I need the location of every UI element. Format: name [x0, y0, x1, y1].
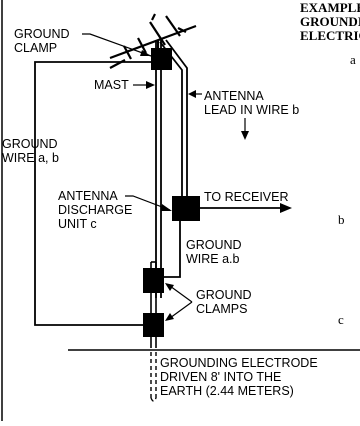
leader-ground-clamp-top: [82, 33, 152, 57]
mast: [155, 40, 162, 298]
ground-clamp-lower-1: [143, 268, 164, 293]
label-ground-wire-left-2: WIRE a, b: [2, 151, 59, 165]
ground-wire-mid: [164, 221, 181, 278]
label-ground-wire-left-1: GROUND: [2, 137, 58, 151]
label-ground-wire-mid-2: WIRE a.b: [186, 252, 240, 266]
label-ground-wire-mid-1: GROUND: [186, 238, 242, 252]
label-electrode-1: GROUNDING ELECTRODE: [160, 356, 318, 370]
label-ground-clamps-1: GROUND: [196, 288, 252, 302]
label-ground-clamp-top-2: CLAMP: [14, 41, 57, 55]
label-ground-clamps-2: CLAMPS: [196, 302, 247, 316]
side-note-a: a: [350, 52, 356, 67]
side-note-b: b: [338, 212, 345, 227]
label-electrode-2: DRIVEN 8' INTO THE: [160, 370, 281, 384]
label-discharge-2: DISCHARGE: [58, 203, 132, 217]
leader-ground-clamps: [169, 285, 193, 319]
label-mast: MAST: [94, 78, 129, 92]
label-discharge-1: ANTENNA: [58, 189, 118, 203]
label-ground-clamp-top-1: GROUND: [14, 27, 70, 41]
label-antenna-lead-2: LEAD IN WIRE b: [204, 103, 299, 117]
header-line-3: ELECTRICAL CODE: [300, 28, 360, 43]
ground-rod-buried: [150, 352, 157, 402]
ground-rod: [150, 261, 157, 348]
ground-clamp-top: [151, 48, 172, 70]
label-discharge-3: UNIT c: [58, 217, 97, 231]
ground-clamp-lower-2: [143, 313, 164, 337]
ground-wire-left: [34, 61, 151, 326]
antenna-discharge-unit: [172, 196, 200, 221]
label-electrode-3: EARTH (2.44 METERS): [160, 384, 294, 398]
header-line-2: GROUNDING AS PER NATIONAL: [300, 14, 360, 29]
side-note-c: c: [338, 312, 344, 327]
header-line-1: EXAMPLE OF ANTENNA: [300, 0, 360, 15]
label-to-receiver: TO RECEIVER: [204, 190, 289, 204]
to-receiver-arrow: [200, 203, 292, 213]
label-antenna-lead-1: ANTENNA: [204, 89, 264, 103]
leader-discharge: [125, 195, 171, 211]
